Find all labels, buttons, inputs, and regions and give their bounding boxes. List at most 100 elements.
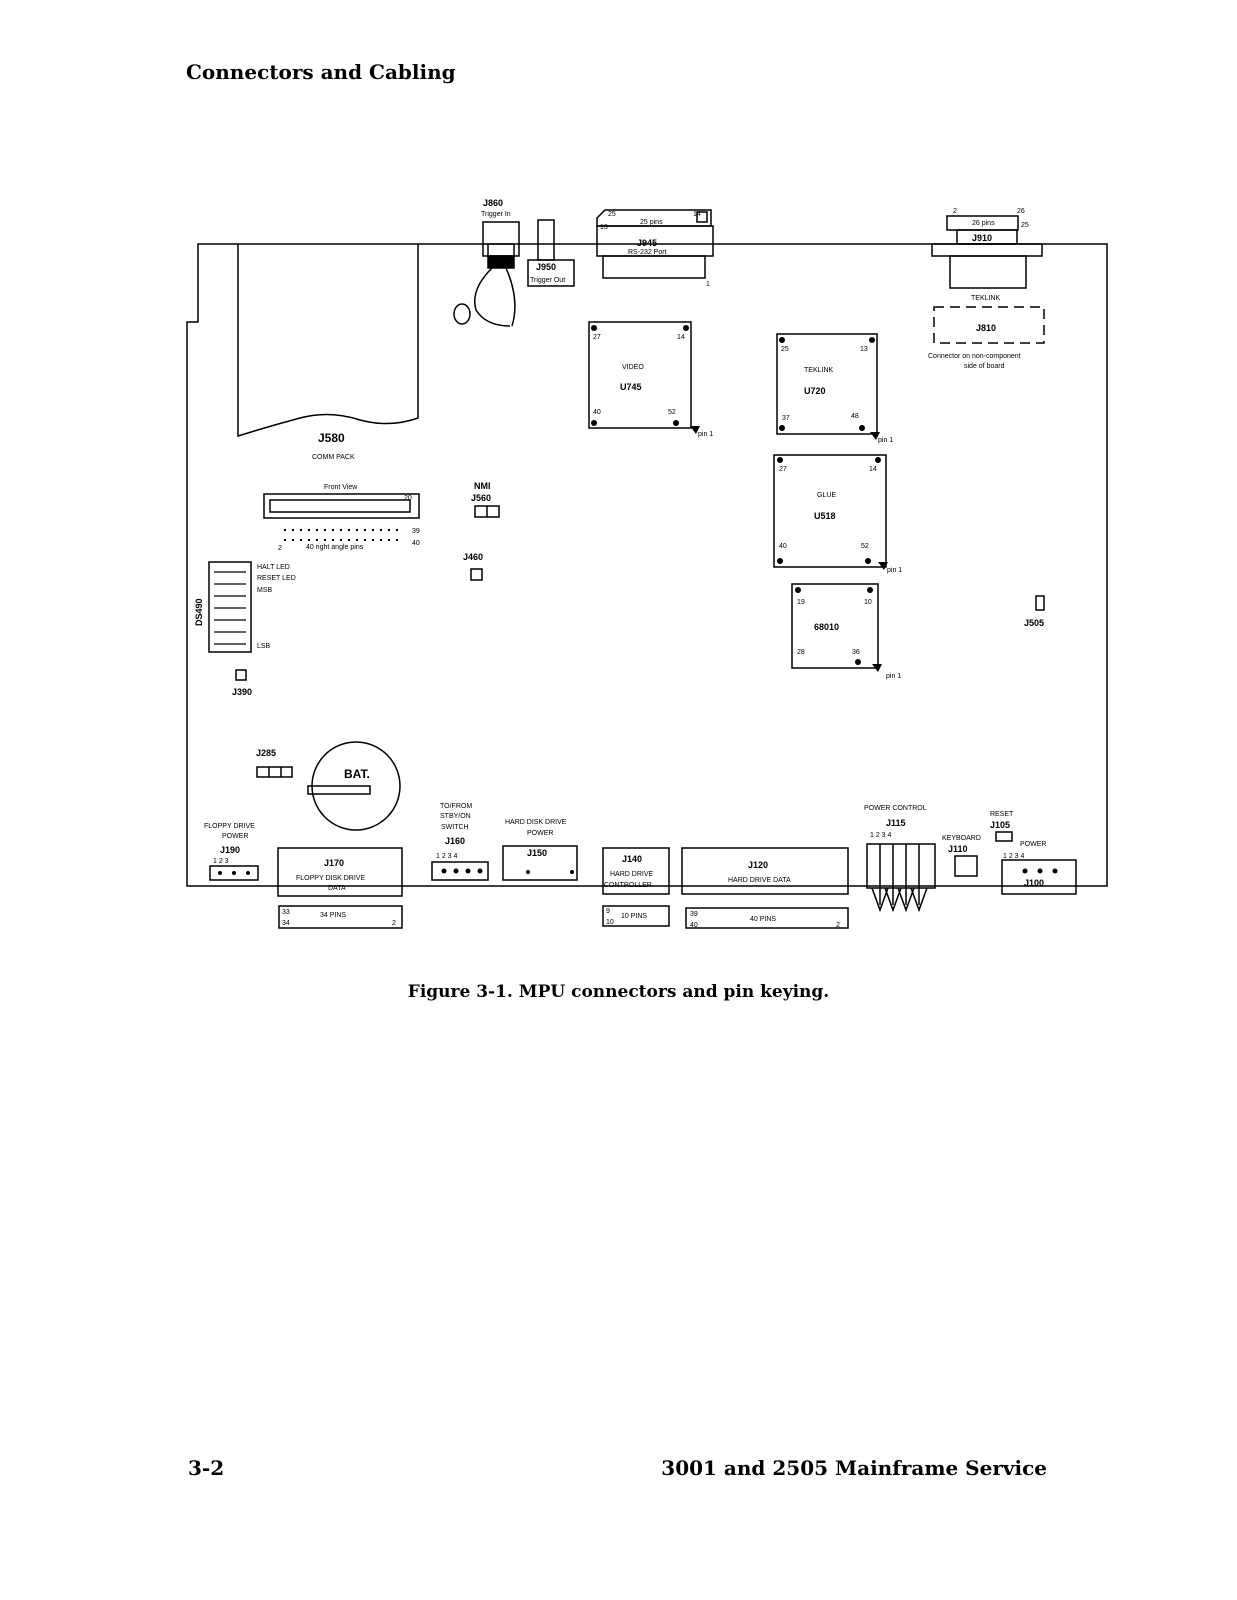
j170-pins-label: 34 PINS	[320, 912, 346, 919]
u720-pin48: 48	[851, 413, 859, 420]
j580-label: J580	[318, 431, 345, 445]
reset-label: RESET	[990, 811, 1014, 818]
j580-pin20: 20	[404, 495, 412, 502]
u518-pin27: 27	[779, 466, 787, 473]
teklink-label: TEKLINK	[971, 295, 1001, 302]
j105-label: J105	[990, 820, 1010, 830]
j505-label: J505	[1024, 618, 1044, 628]
halt-led-label: HALT LED	[257, 564, 290, 571]
hdc-label-1: HARD DRIVE	[610, 871, 654, 878]
j120-pin-strip	[685, 907, 849, 929]
figure-caption: Figure 3-1. MPU connectors and pin keyin…	[407, 982, 830, 1002]
j945-pin14: 14	[693, 211, 701, 218]
j580-front-view	[263, 493, 420, 519]
j170-pin-strip	[278, 905, 403, 929]
j190-label: J190	[220, 845, 240, 855]
cpu-68010-chip	[791, 583, 879, 669]
j170-pin34: 34	[282, 920, 290, 927]
j150-label: J150	[527, 848, 547, 858]
u518-pin52: 52	[861, 543, 869, 550]
trigger-in-label: Trigger In	[481, 211, 511, 218]
cpu-68010-label: 68010	[814, 622, 839, 632]
j140-pin-strip	[602, 905, 670, 927]
j505-jumper	[1035, 595, 1045, 611]
battery-label: BAT.	[344, 767, 370, 781]
j140-pin9: 9	[606, 908, 610, 915]
j115-connector	[866, 843, 936, 913]
u745-label: U745	[620, 382, 642, 392]
u745-pin52: 52	[668, 409, 676, 416]
u518-label: U518	[814, 511, 836, 521]
hd-data-label: HARD DRIVE DATA	[728, 877, 791, 884]
page-header: Connectors and Cabling	[186, 60, 456, 84]
floppy-data-label-1: FLOPPY DISK DRIVE	[296, 875, 365, 882]
j950-label: J950	[536, 262, 556, 272]
hdd-power-label-2: POWER	[527, 830, 553, 837]
j170-pin2: 2	[392, 920, 396, 927]
u720-pin13: 13	[860, 346, 868, 353]
cpu-pin19: 19	[797, 599, 805, 606]
ds490-leds	[208, 561, 252, 653]
msb-label: MSB	[257, 587, 273, 594]
j160-connector	[431, 861, 489, 881]
u720-teklink-label: TEKLINK	[804, 367, 834, 374]
cpu-pin10: 10	[864, 599, 872, 606]
j945-pin25: 25	[608, 211, 616, 218]
u720-pin1: pin 1	[878, 437, 893, 444]
j120-pin39: 39	[690, 911, 698, 918]
document-title: 3001 and 2505 Mainframe Service	[661, 1456, 1047, 1480]
u720-label: U720	[804, 386, 826, 396]
j140-label: J140	[622, 854, 642, 864]
j910-pins-label: 26 pins	[972, 220, 995, 227]
hdc-label-2: CONTROLLER	[604, 882, 652, 889]
j115-pin-numbers: 1 2 3 4	[870, 832, 892, 839]
cpu-pin28: 28	[797, 649, 805, 656]
j100-connector	[1001, 859, 1077, 895]
keyboard-label: KEYBOARD	[942, 835, 981, 842]
board-outline	[186, 243, 1108, 887]
right-angle-label: 40 right angle pins	[306, 544, 364, 551]
non-component-label-1: Connector on non-component	[928, 353, 1021, 360]
cpu-pin36: 36	[852, 649, 860, 656]
j120-label: J120	[748, 860, 768, 870]
j120-pin2: 2	[836, 922, 840, 929]
j190-pin-numbers: 1 2 3	[213, 858, 229, 865]
floppy-power-label-1: FLOPPY DRIVE	[204, 823, 255, 830]
j945-label: J945	[637, 238, 657, 248]
u745-pin1: pin 1	[698, 431, 713, 438]
j285-label: J285	[256, 748, 276, 758]
j170-pin33: 33	[282, 909, 290, 916]
j945-pin1: 1	[706, 281, 710, 288]
j910-pin2: 2	[953, 208, 957, 215]
j390-label: J390	[232, 687, 252, 697]
video-label: VIDEO	[622, 364, 644, 371]
rs232-label: RS-232 Port	[628, 249, 667, 256]
tofrom-label-3: SWITCH	[441, 824, 469, 831]
u720-pin37: 37	[782, 415, 790, 422]
non-component-label-2: side of board	[964, 363, 1005, 370]
j285-jumper	[256, 766, 293, 778]
j910-label: J910	[972, 233, 992, 243]
j460-label: J460	[463, 552, 483, 562]
j945-pin13: 13	[600, 224, 608, 231]
u720-chip	[776, 333, 878, 435]
comm-pack-label: COMM PACK	[312, 454, 355, 461]
page-number: 3-2	[188, 1456, 225, 1480]
floppy-data-label-2: DATA	[328, 885, 346, 892]
reset-led-label: RESET LED	[257, 575, 296, 582]
j580-pin40: 40	[412, 540, 420, 547]
power-label: POWER	[1020, 841, 1046, 848]
j810-label: J810	[976, 323, 996, 333]
j910-connector	[946, 215, 1019, 231]
u745-chip	[588, 321, 692, 429]
j160-label: J160	[445, 836, 465, 846]
j390-jumper	[235, 669, 247, 681]
glue-label: GLUE	[817, 492, 836, 499]
j140-pins-label: 10 PINS	[621, 913, 647, 920]
j160-pin-numbers: 1 2 3 4	[436, 853, 458, 860]
j100-pin-numbers: 1 2 3 4	[1003, 853, 1025, 860]
j910-pin25: 25	[1021, 222, 1029, 229]
power-control-label: POWER CONTROL	[864, 805, 927, 812]
j810-connector	[933, 306, 1045, 344]
